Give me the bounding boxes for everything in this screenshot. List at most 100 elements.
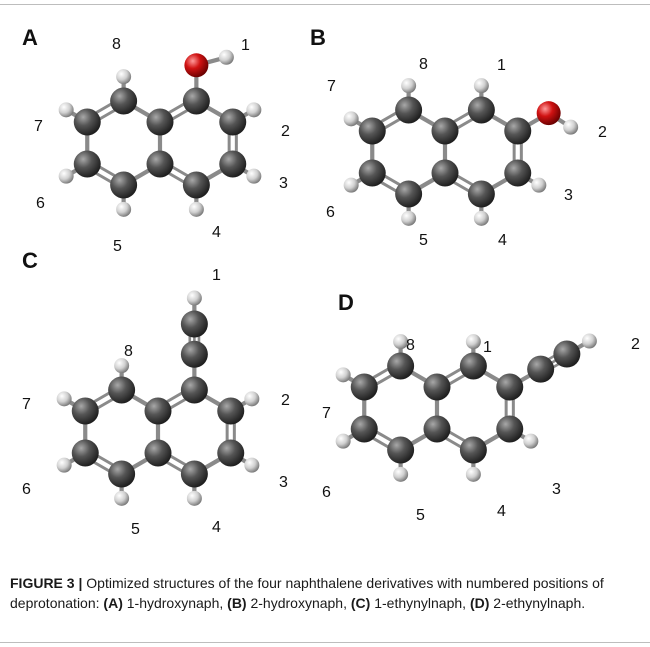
carbon-atom [108,460,136,488]
hydrogen-atom [114,490,130,506]
alkyne-carbon-atom [553,340,581,368]
hydrogen-atom [465,334,481,350]
carbon-atom [459,352,487,380]
hydrogen-atom [58,168,74,184]
oxygen-atom [536,101,561,126]
position-label-7: 7 [322,405,331,422]
carbon-atom [496,415,524,443]
carbon-atom [358,159,386,187]
hydrogen-atom [186,490,202,506]
alkyne-carbon-atom [180,340,208,368]
caption-tag-a: (A) [103,594,123,611]
hydrogen-atom [186,290,202,306]
hydrogen-atom [58,102,74,118]
carbon-atom [504,117,532,145]
carbon-atom [180,376,208,404]
hydrogen-atom [244,457,260,473]
position-label-4: 4 [497,503,506,520]
position-label-3: 3 [279,474,288,491]
hydrogen-atom [218,49,234,65]
hydrogen-atom [401,210,417,226]
position-label-5: 5 [131,521,140,538]
carbon-atom [350,373,378,401]
caption-tag-b: (B) [227,594,247,611]
position-labels-a: 1 2 3 4 5 6 7 8 [34,36,290,255]
carbon-atom [358,117,386,145]
molecule-2-ethynylnaph [335,333,597,482]
oxygen-atom [184,53,209,78]
hydrogen-atom [563,119,579,135]
atoms [56,290,260,506]
hydrogen-atom [116,201,132,217]
caption-text-d: 2-ethynylnaph. [493,594,586,611]
carbon-atom [146,150,174,178]
carbon-atom [110,87,138,115]
position-label-8: 8 [419,56,428,73]
hydrogen-atom [56,457,72,473]
carbon-atom [467,96,495,124]
panel-b: B 1 2 3 4 5 6 7 8 [310,25,607,249]
carbon-atom [219,108,247,136]
panel-letter-b: B [310,25,326,50]
hydrogen-atom [393,466,409,482]
carbon-atom [219,150,247,178]
panel-c: C 1 2 3 4 5 6 7 8 [22,248,290,538]
position-label-2: 2 [598,124,607,141]
caption-intro: Optimized structures of the four naphtha… [10,575,604,611]
position-label-1: 1 [212,267,221,284]
carbon-atom [144,397,172,425]
position-label-6: 6 [322,484,331,501]
position-label-4: 4 [498,232,507,249]
carbon-atom [108,376,136,404]
position-label-1: 1 [497,57,506,74]
position-label-6: 6 [36,195,45,212]
atoms [58,49,262,217]
panel-letter-d: D [338,290,354,315]
position-label-2: 2 [281,392,290,409]
position-label-3: 3 [564,187,573,204]
position-label-2: 2 [281,123,290,140]
carbon-atom [496,373,524,401]
hydrogen-atom [531,177,547,193]
alkyne-carbon-atom [180,310,208,338]
hydrogen-atom [114,358,130,374]
caption-label: FIGURE 3 | [10,575,83,591]
carbon-atom [217,439,245,467]
carbon-atom [395,96,423,124]
position-labels-c: 1 2 3 4 5 6 7 8 [22,267,290,538]
panel-a: A 1 2 3 4 5 6 7 8 [22,25,290,255]
hydrogen-atom [188,201,204,217]
position-label-8: 8 [406,337,415,354]
carbon-atom [110,171,138,199]
caption-tag-d: (D) [469,594,490,611]
carbon-atom [423,373,451,401]
hydrogen-atom [56,391,72,407]
alkyne-carbon-atom [527,355,555,383]
hydrogen-atom [523,433,539,449]
carbon-atom [217,397,245,425]
carbon-atom [387,436,415,464]
position-label-7: 7 [22,396,31,413]
carbon-atom [73,108,101,136]
carbon-atom [71,439,99,467]
bonds [349,83,573,221]
position-label-7: 7 [327,78,336,95]
position-label-1: 1 [483,339,492,356]
atoms [335,333,597,482]
carbon-atom [350,415,378,443]
figure-caption: FIGURE 3 | Optimized structures of the f… [10,574,640,613]
hydrogen-atom [393,334,409,350]
hydrogen-atom [473,210,489,226]
position-label-3: 3 [552,481,561,498]
position-label-5: 5 [113,238,122,255]
position-label-4: 4 [212,224,221,241]
panel-letter-c: C [22,248,38,273]
hydrogen-atom [244,391,260,407]
position-label-8: 8 [124,343,133,360]
carbon-atom [467,180,495,208]
bottom-rule [0,642,650,643]
position-label-4: 4 [212,519,221,536]
carbon-atom [431,159,459,187]
carbon-atom [182,87,210,115]
